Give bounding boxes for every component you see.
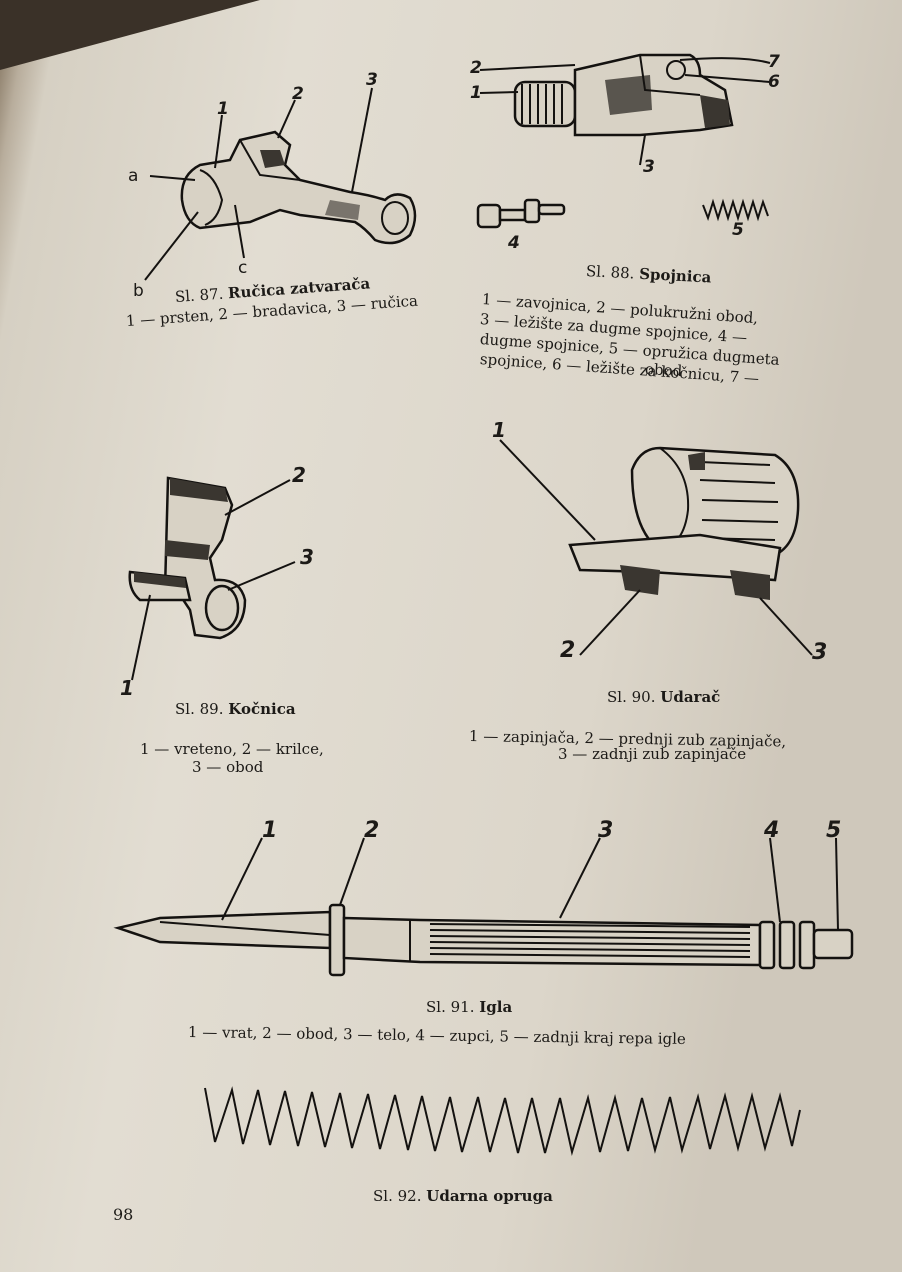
- fig87-label-c: c: [238, 258, 248, 278]
- fig88-label-1: 1: [470, 83, 482, 103]
- fig88-title: Spojnica: [638, 264, 712, 287]
- fig88-label-5: 5: [732, 220, 744, 240]
- fig89-caption: Sl. 89. Kočnica: [175, 700, 296, 719]
- fig88-coil: [513, 80, 577, 128]
- fig88-button-part: [476, 198, 566, 229]
- fig91-label-5: 5: [826, 818, 842, 843]
- fig92-spring: [204, 1086, 801, 1156]
- fig88-label-6: 6: [768, 72, 780, 92]
- fig91-label-1: 1: [262, 818, 278, 843]
- fig90-label-2: 2: [560, 638, 576, 663]
- fig88-label-7: 7: [768, 52, 780, 72]
- fig88-label-3: 3: [643, 157, 655, 177]
- fig92-number: Sl. 92.: [373, 1187, 422, 1205]
- fig90-label-1: 1: [492, 418, 506, 442]
- fig91-body-hatching: [429, 923, 751, 958]
- fig91-title: Igla: [479, 998, 513, 1016]
- book-cover-corner: [0, 0, 260, 70]
- fig89-label-2: 2: [292, 463, 306, 487]
- fig91-number: Sl. 91.: [426, 998, 475, 1016]
- fig89-legend-line-1: 1 — vreteno, 2 — krilce,: [140, 740, 324, 758]
- fig89-number: Sl. 89.: [175, 700, 224, 718]
- fig87-label-3: 3: [366, 70, 378, 90]
- fig89-label-1: 1: [120, 676, 134, 700]
- fig89-label-3: 3: [300, 545, 314, 569]
- fig87-label-2: 2: [292, 84, 304, 104]
- fig91-label-3: 3: [598, 818, 614, 843]
- fig87-label-b: b: [133, 281, 144, 301]
- fig87-label-a: a: [128, 166, 139, 186]
- fig89-legend-line-2: 3 — obod: [192, 758, 264, 776]
- fig92-caption: Sl. 92. Udarna opruga: [373, 1187, 553, 1206]
- fig90-number: Sl. 90.: [607, 688, 656, 706]
- fig89-title: Kočnica: [228, 700, 296, 718]
- fig88-label-2: 2: [470, 58, 482, 78]
- fig87-number: Sl. 87.: [174, 284, 224, 306]
- fig91-label-4: 4: [764, 818, 780, 843]
- fig88-label-4: 4: [508, 233, 520, 253]
- fig88-number: Sl. 88.: [585, 262, 635, 283]
- fig91-teeth: [758, 920, 816, 970]
- fig90-legend-line-2: 3 — zadnji zub zapinjače: [558, 745, 747, 763]
- fig91-caption: Sl. 91. Igla: [426, 998, 512, 1017]
- fig91-legend-line-1: 1 — vrat, 2 — obod, 3 — telo, 4 — zupci,…: [187, 1023, 686, 1048]
- fig88-legend-line-5: obod: [644, 360, 683, 380]
- fig88-small-spring: [702, 198, 769, 222]
- fig90-caption: Sl. 90. Udarač: [607, 688, 720, 707]
- fig90-title: Udarač: [660, 688, 721, 706]
- fig91-label-2: 2: [364, 818, 380, 843]
- fig88-caption: Sl. 88. Spojnica: [586, 262, 712, 288]
- fig90-label-3: 3: [812, 640, 828, 665]
- fig92-title: Udarna opruga: [426, 1187, 553, 1205]
- fig87-label-1: 1: [217, 99, 229, 119]
- page-number: 98: [113, 1205, 134, 1224]
